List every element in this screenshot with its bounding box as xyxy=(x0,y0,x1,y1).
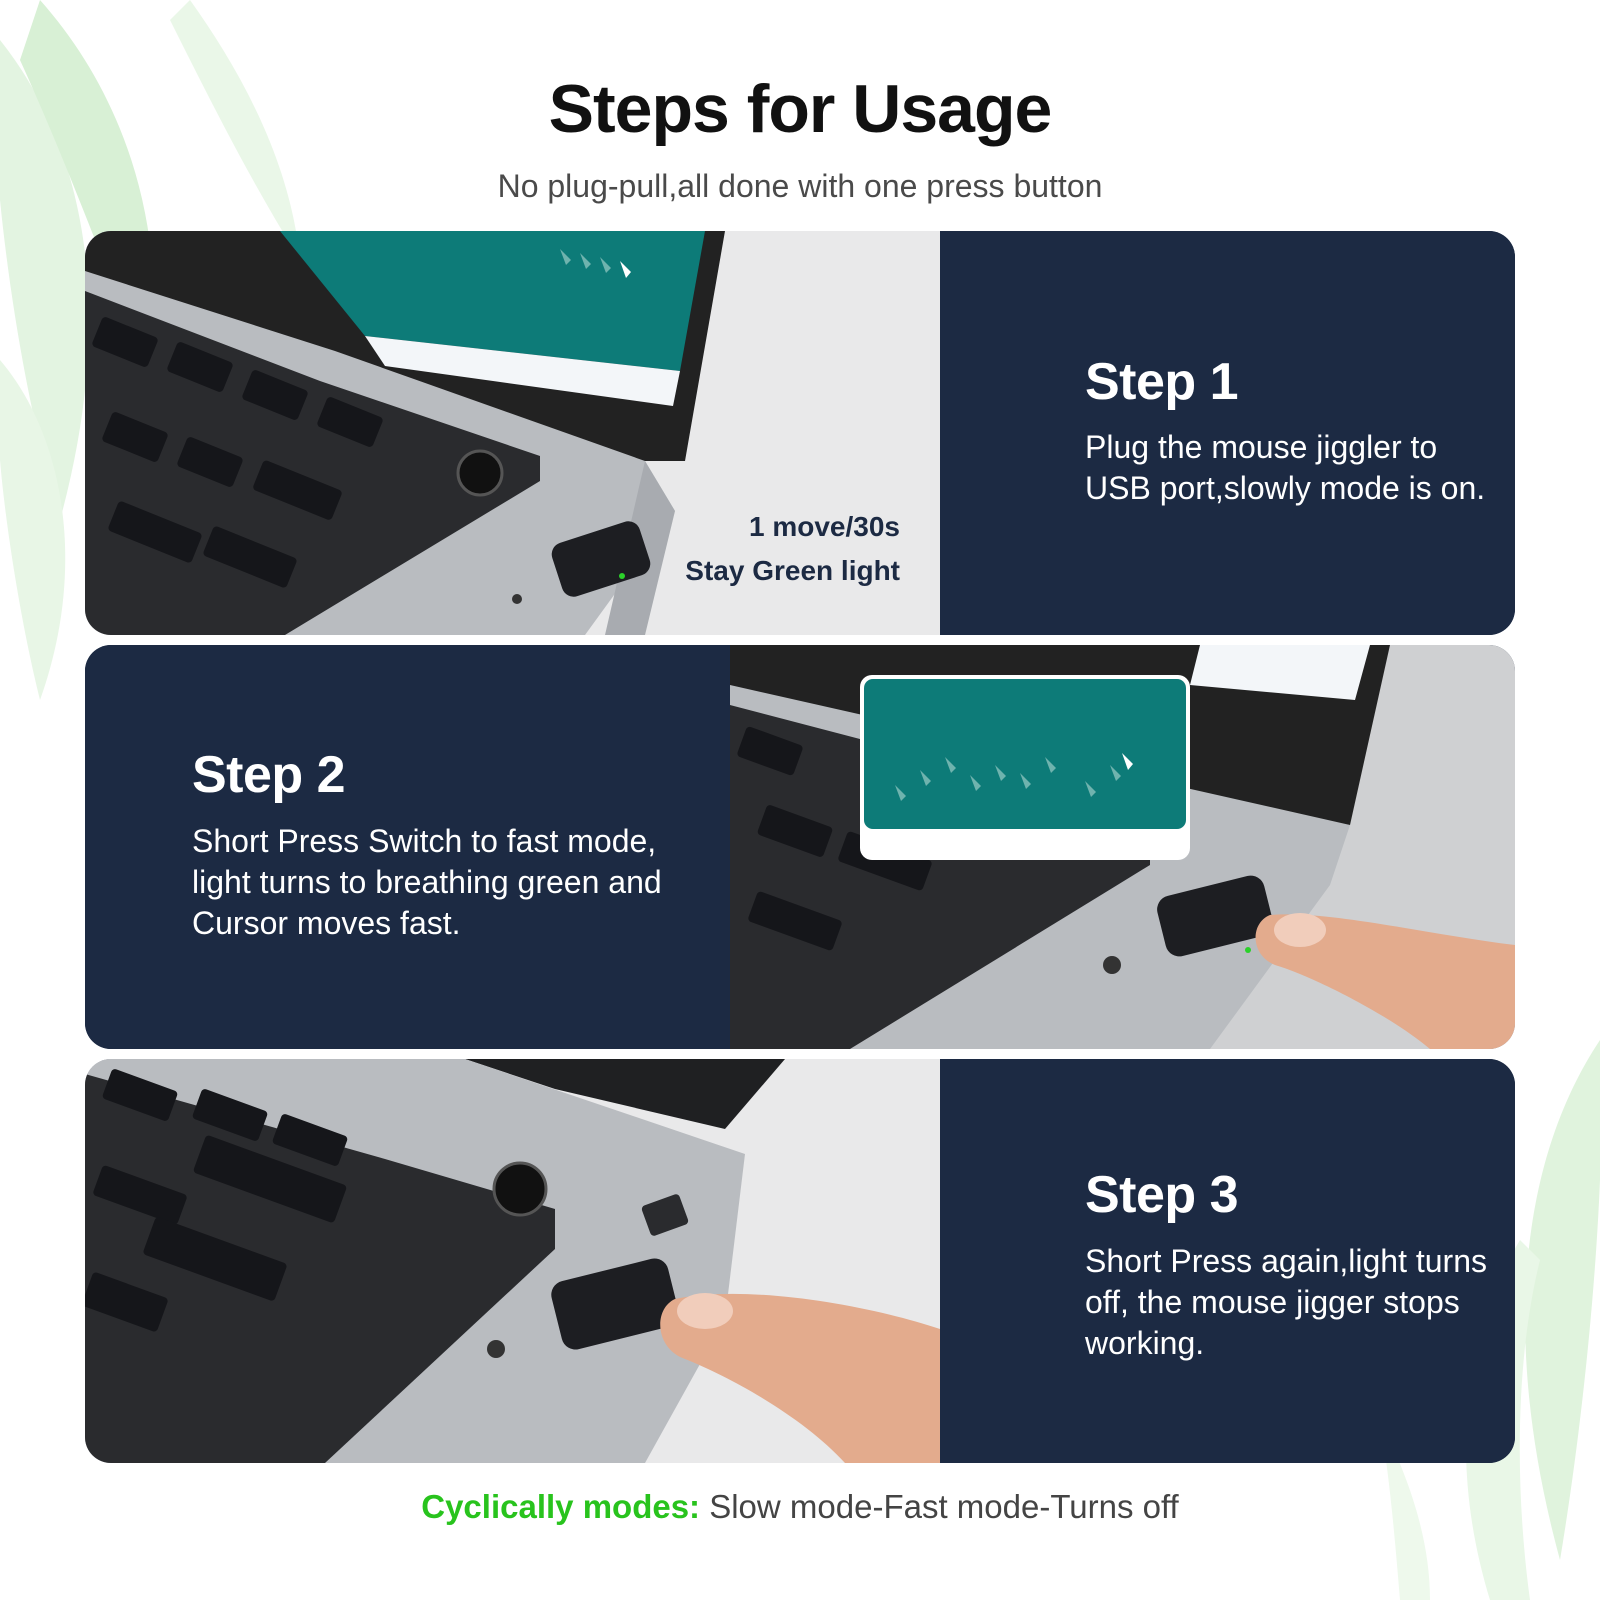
step-3-card: Step 3 Short Press again,light turns off… xyxy=(85,1059,1515,1463)
step-2-photo xyxy=(730,645,1515,1049)
step-2-panel: Step 2 Short Press Switch to fast mode, … xyxy=(85,645,730,1049)
step-3-panel: Step 3 Short Press again,light turns off… xyxy=(940,1059,1515,1463)
step-1-callout-light: Stay Green light xyxy=(685,555,900,586)
page-title: Steps for Usage xyxy=(548,71,1053,147)
step-1-callout-rate: 1 move/30s xyxy=(749,511,900,542)
step-2-card: Step 2 Short Press Switch to fast mode, … xyxy=(85,645,1515,1049)
step-3-description: Short Press again,light turns off, the m… xyxy=(1085,1243,1487,1361)
cyclic-modes-label: Cyclically modes: xyxy=(421,1488,701,1525)
step-3-title: Step 3 xyxy=(1085,1166,1239,1224)
step-1-description: Plug the mouse jiggler to USB port,slowl… xyxy=(1085,429,1486,506)
step-1-photo: 1 move/30s Stay Green light xyxy=(85,231,940,635)
laptop-finger-press-illustration xyxy=(730,645,1515,1049)
laptop-finger-off-illustration xyxy=(85,1059,940,1463)
step-2-description: Short Press Switch to fast mode, light t… xyxy=(192,823,662,941)
cyclic-modes-footer: Cyclically modes: Slow mode-Fast mode-Tu… xyxy=(0,1488,1600,1526)
laptop-usb-illustration xyxy=(85,231,940,635)
cyclic-modes-text: Slow mode-Fast mode-Turns off xyxy=(700,1488,1179,1525)
step-1-title: Step 1 xyxy=(1085,353,1239,411)
step-1-card: 1 move/30s Stay Green light Step 1 Plug … xyxy=(85,231,1515,635)
step-3-photo xyxy=(85,1059,940,1463)
page-subtitle: No plug-pull,all done with one press but… xyxy=(497,168,1103,204)
step-2-title: Step 2 xyxy=(192,746,346,804)
step-1-panel: Step 1 Plug the mouse jiggler to USB por… xyxy=(940,231,1515,635)
